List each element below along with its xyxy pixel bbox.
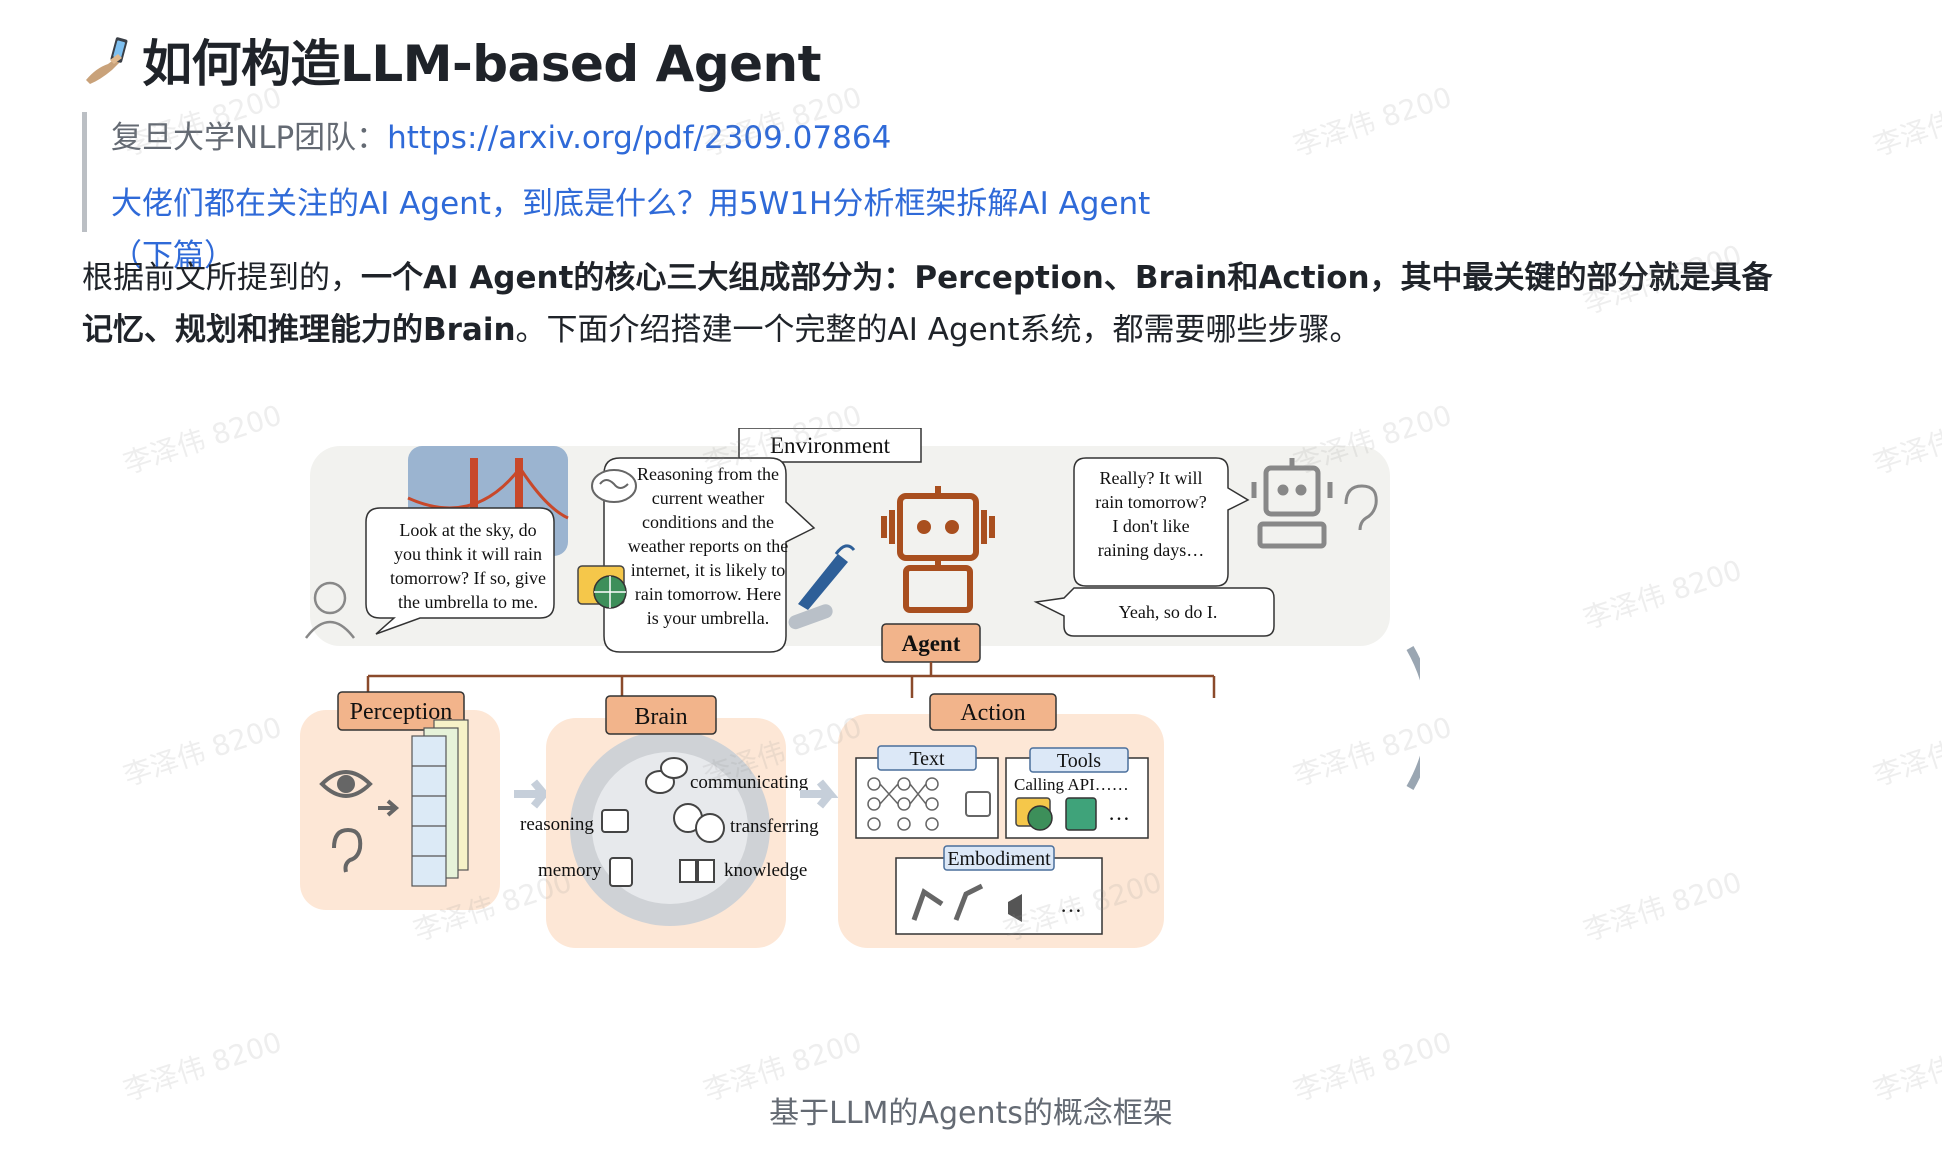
- chat-icon: [645, 757, 688, 794]
- figure-caption: 基于LLM的Agents的概念框架: [769, 1096, 1173, 1131]
- human-bubble-line: the umbrella to me.: [398, 592, 538, 612]
- right-cycle-arrow: [1406, 646, 1420, 790]
- feature-stack-icon: [411, 719, 469, 887]
- reference-quote: 复旦大学NLP团队：https://arxiv.org/pdf/2309.078…: [82, 112, 1182, 274]
- brain-item-communicating: communicating: [690, 772, 809, 793]
- intro-paragraph: 根据前文所提到的，一个AI Agent的核心三大组成部分为：Perception…: [82, 252, 1782, 356]
- action-label: Action: [960, 700, 1025, 726]
- watermark: 李泽伟 8200: [1289, 80, 1456, 163]
- robot-icon: [1251, 458, 1333, 549]
- brain-item-transferring: transferring: [730, 816, 819, 837]
- agent-bubble-line: internet, it is likely to: [631, 560, 785, 580]
- action-embodiment-label: Embodiment: [947, 848, 1051, 870]
- speaker-icon: [1008, 894, 1022, 922]
- eye-icon: [319, 770, 373, 798]
- human-bubble-line: you think it will rain: [394, 544, 542, 564]
- watermark: 李泽伟 8200: [1869, 80, 1942, 163]
- agent-robot-icon: [881, 486, 995, 613]
- umbrella-icon: [788, 544, 856, 630]
- paragraph-bold-text: 一个AI Agent的核心三大组成部分为：Perception、Brain和Ac…: [82, 260, 1773, 348]
- agent-bubble-line: Reasoning from the: [637, 464, 779, 484]
- ear-icon: [1344, 484, 1378, 531]
- transfer-icon: [673, 803, 725, 843]
- robot-arm-icon: [911, 883, 984, 921]
- brain-item-knowledge: knowledge: [724, 860, 807, 881]
- reference-line-article: 大佬们都在关注的AI Agent，到底是什么？用5W1H分析框架拆解AI Age…: [111, 178, 1182, 274]
- page-title: 如何构造LLM-based Agent: [142, 35, 822, 93]
- robot-bubble-line: raining days…: [1098, 540, 1204, 560]
- human-bubble-line: tomorrow? If so, give: [390, 568, 546, 588]
- arrow-icon: [378, 799, 400, 817]
- arrow-icon: [514, 779, 553, 809]
- robot-speech-bubble: Really? It will rain tomorrow? I don't l…: [1073, 457, 1250, 587]
- perception-panel: [300, 710, 500, 910]
- team-label: 复旦大学NLP团队：: [111, 120, 388, 156]
- watermark: 李泽伟 8200: [119, 710, 286, 793]
- agent-connectors: [366, 662, 1216, 698]
- watermark: 李泽伟 8200: [1869, 710, 1942, 793]
- agent-framework-figure: Environment Look at the sky, do you thin…: [300, 428, 1420, 948]
- arrow-icon: [800, 779, 839, 809]
- action-text-label: Text: [909, 748, 945, 770]
- code-icon: [601, 809, 629, 833]
- watermark: 李泽伟 8200: [1579, 865, 1746, 948]
- human-speech-bubble: Look at the sky, do you think it will ra…: [365, 507, 555, 635]
- tools-description: Calling API……: [1014, 775, 1129, 794]
- brain-item-memory: memory: [538, 860, 602, 881]
- agent-bubble-line: conditions and the: [642, 512, 774, 532]
- calculator-icon: [1065, 797, 1097, 831]
- tools-ellipsis: …: [1108, 800, 1130, 825]
- agent-bubble-line: weather reports on the: [628, 536, 788, 556]
- watermark: 李泽伟 8200: [1869, 398, 1942, 481]
- agent-bubble-line: rain tomorrow. Here: [635, 584, 781, 604]
- brain-label: Brain: [634, 704, 687, 730]
- page-heading: 如何构造LLM-based Agent: [82, 24, 822, 96]
- ear-icon: [332, 827, 363, 873]
- book-icon: [679, 859, 715, 883]
- paragraph-text: 根据前文所提到的，: [82, 260, 361, 296]
- brain-item-reasoning: reasoning: [520, 814, 594, 835]
- paper-link[interactable]: https://arxiv.org/pdf/2309.07864: [387, 120, 892, 156]
- watermark: 李泽伟 8200: [119, 398, 286, 481]
- memory-icon: [609, 857, 633, 887]
- robot-bubble-line: rain tomorrow?: [1095, 492, 1206, 512]
- watermark: 李泽伟 8200: [1579, 553, 1746, 636]
- edit-icon: [965, 791, 991, 817]
- robot-bubble-line: Really? It will: [1100, 468, 1203, 488]
- agent-reply-text: Yeah, so do I.: [1119, 602, 1218, 622]
- human-icon: [305, 581, 355, 639]
- agent-speech-bubble: Reasoning from the current weather condi…: [603, 457, 816, 653]
- article-link[interactable]: 大佬们都在关注的AI Agent，到底是什么？用5W1H分析框架拆解AI Age…: [111, 186, 1151, 274]
- robot-bubble-line: I don't like: [1112, 516, 1189, 536]
- web-globe-icon: [577, 565, 627, 609]
- agent-label: Agent: [902, 631, 961, 656]
- brain-small-icon: [591, 469, 637, 503]
- network-icon: [867, 777, 939, 831]
- agent-reply-bubble: Yeah, so do I.: [1033, 587, 1275, 637]
- agent-bubble-line: current weather: [652, 488, 764, 508]
- selfie-arm-icon: [86, 37, 128, 84]
- reference-line-paper: 复旦大学NLP团队：https://arxiv.org/pdf/2309.078…: [111, 112, 1182, 178]
- embodiment-ellipsis: …: [1060, 892, 1082, 917]
- environment-label: Environment: [770, 433, 891, 458]
- agent-bubble-line: is your umbrella.: [647, 608, 769, 628]
- web-globe-icon: [1015, 797, 1053, 831]
- human-bubble-line: Look at the sky, do: [399, 520, 536, 540]
- action-tools-label: Tools: [1057, 750, 1101, 772]
- paragraph-text: 。下面介绍搭建一个完整的AI Agent系统，都需要哪些步骤。: [515, 312, 1361, 348]
